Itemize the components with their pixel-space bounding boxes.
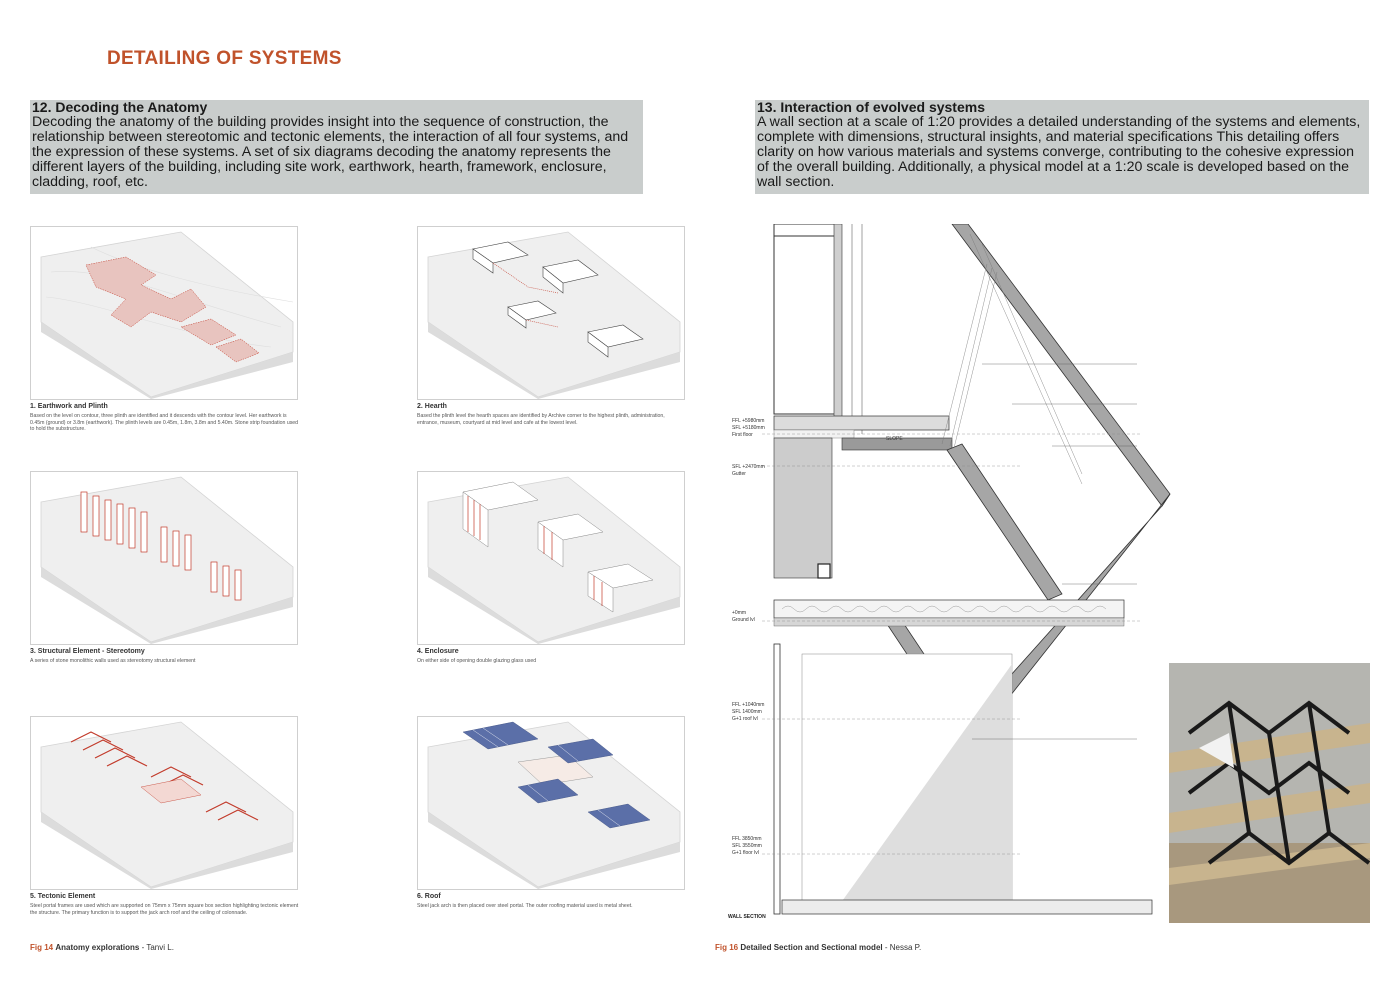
level-label-group: FFL +5980mm SFL +5180mm First floor SFL …	[732, 418, 765, 856]
diagram-title: 2. Hearth	[417, 403, 447, 410]
level-label: G+1 roof lvl	[732, 716, 758, 722]
figure-caption-left: Fig 14 Anatomy explorations - Tanvi L.	[30, 943, 174, 952]
intro-box-right: 13. Interaction of evolved systems A wal…	[755, 100, 1369, 194]
wall-section-label: WALL SECTION	[728, 914, 766, 920]
diagram-title: 3. Structural Element - Stereotomy	[30, 648, 145, 655]
diagram-caption: Based the plinth level the hearth spaces…	[417, 413, 665, 426]
figure-author: - Nessa P.	[882, 943, 922, 952]
level-label: First floor	[732, 432, 753, 438]
level-label: SFL 3550mm	[732, 843, 762, 849]
diagram-title: 1. Earthwork and Plinth	[30, 403, 108, 410]
level-label: SFL +2470mm	[732, 464, 765, 470]
figure-title: Anatomy explorations	[55, 943, 140, 952]
figure-number: Fig 14	[30, 943, 54, 952]
level-label: SFL 1400mm	[732, 709, 762, 715]
diagram-structural-stereotomy	[30, 471, 298, 645]
diagram-hearth	[417, 226, 685, 400]
level-label: FFL +1040mm	[732, 702, 764, 708]
section-heading-left: 12. Decoding the Anatomy	[32, 99, 208, 115]
level-label: Gutter	[732, 471, 746, 477]
figure-number: Fig 16	[715, 943, 739, 952]
figure-title: Detailed Section and Sectional model	[740, 943, 883, 952]
wall-section-drawing: SLOPE FFL +5980mm SFL +5180mm First floo…	[722, 223, 1172, 924]
diagram-caption: A series of stone monolithic walls used …	[30, 658, 196, 664]
diagram-enclosure	[417, 471, 685, 645]
level-label: G+1 floor lvl	[732, 850, 759, 856]
level-label: FFL 3850mm	[732, 836, 762, 842]
diagram-caption: Steel portal frames are used which are s…	[30, 903, 299, 916]
figure-caption-right: Fig 16 Detailed Section and Sectional mo…	[715, 943, 921, 952]
slope-label: SLOPE	[886, 436, 903, 442]
section-body-left: Decoding the anatomy of the building pro…	[32, 114, 629, 190]
diagram-title: 4. Enclosure	[417, 648, 459, 655]
diagram-roof	[417, 716, 685, 890]
diagram-caption: On either side of opening double glazing…	[417, 658, 537, 664]
diagram-title: 6. Roof	[417, 893, 441, 900]
page-title: DETAILING OF SYSTEMS	[107, 48, 342, 69]
diagram-tectonic	[30, 716, 298, 890]
level-label: +0mm	[732, 610, 746, 616]
diagram-title: 5. Tectonic Element	[30, 893, 96, 900]
level-label: FFL +5980mm	[732, 418, 764, 424]
diagram-caption: Based on the level on contour, three pli…	[30, 413, 299, 433]
level-label: SFL +5180mm	[732, 425, 765, 431]
diagram-caption: Steel jack arch is then placed over stee…	[417, 903, 633, 909]
section-heading-right: 13. Interaction of evolved systems	[757, 99, 985, 115]
level-label: Ground lvl	[732, 617, 755, 623]
intro-box-left: 12. Decoding the Anatomy Decoding the an…	[30, 100, 643, 194]
diagram-earthwork-plinth	[30, 226, 298, 400]
physical-model-photo	[1169, 663, 1371, 923]
figure-author: - Tanvi L.	[139, 943, 174, 952]
section-body-right: A wall section at a scale of 1:20 provid…	[757, 114, 1361, 190]
